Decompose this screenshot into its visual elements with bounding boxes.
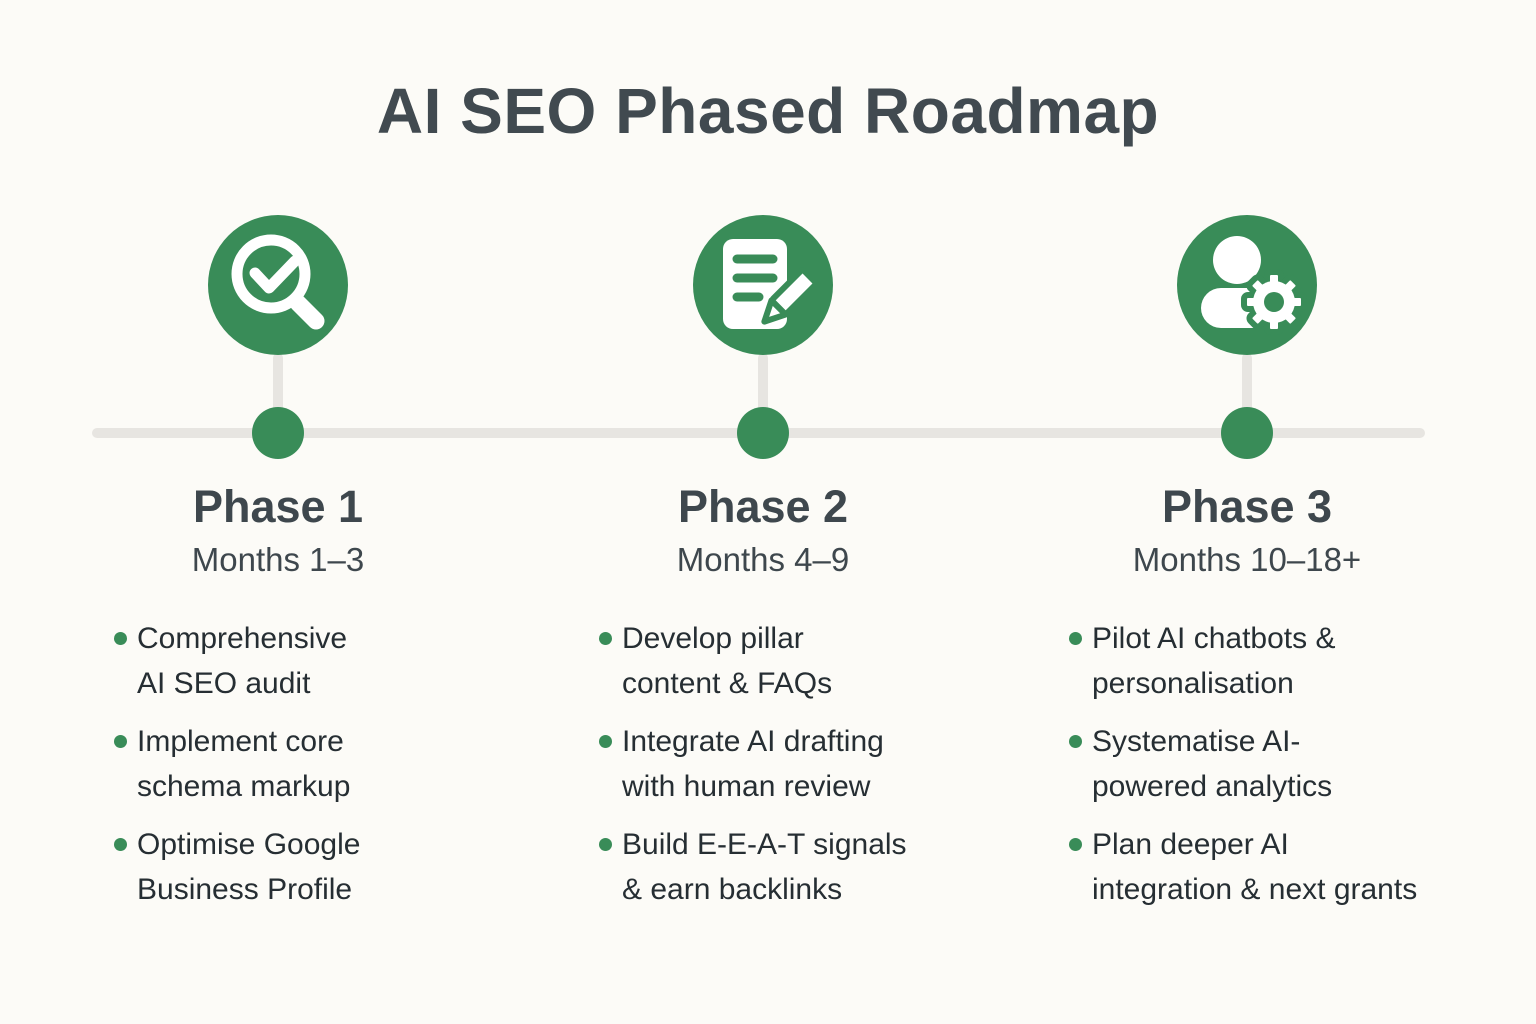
bullet-dot-icon xyxy=(114,632,127,645)
timeline-node xyxy=(252,407,304,459)
bullet-text: Systematise AI- powered analytics xyxy=(1092,725,1333,803)
bullet-text: Build E-E-A-T signals & earn backlinks xyxy=(622,828,907,906)
list-item: Plan deeper AI integration & next grants xyxy=(1069,822,1417,912)
phase-name: Phase 2 xyxy=(677,481,849,532)
document-pencil-icon xyxy=(723,239,819,329)
page-title: AI SEO Phased Roadmap xyxy=(376,75,1160,147)
timeline-stem xyxy=(1242,353,1252,433)
bullet-text: Integrate AI drafting with human review xyxy=(622,725,884,803)
phase-months: Months 1–3 xyxy=(191,540,365,578)
list-item: Implement core schema markup xyxy=(114,719,360,809)
phase-months: Months 10–18+ xyxy=(1132,540,1362,578)
phase-3-header: Phase 3 Months 10–18+ xyxy=(987,481,1507,579)
phase-1-column: Phase 1 Months 1–3 Comprehensive AI SEO … xyxy=(18,215,538,975)
bullet-dot-icon xyxy=(114,735,127,748)
bullet-dot-icon xyxy=(1069,735,1082,748)
bullet-text: Develop pillar content & FAQs xyxy=(622,622,833,700)
bullet-text: Implement core schema markup xyxy=(137,725,351,803)
bullet-dot-icon xyxy=(1069,838,1082,851)
phase-3-column: Phase 3 Months 10–18+ Pilot AI chatbots … xyxy=(987,215,1507,975)
phase-2-column: Phase 2 Months 4–9 Develop pillar conten… xyxy=(503,215,1023,975)
bullet-text: Comprehensive AI SEO audit xyxy=(137,622,348,700)
timeline-node xyxy=(1221,407,1273,459)
bullet-dot-icon xyxy=(599,735,612,748)
bullet-dot-icon xyxy=(1069,632,1082,645)
list-item: Integrate AI drafting with human review xyxy=(599,719,907,809)
timeline-node xyxy=(737,407,789,459)
phase-2-bullet-list: Develop pillar content & FAQs Integrate … xyxy=(599,616,907,925)
search-check-icon xyxy=(231,234,325,330)
list-item: Build E-E-A-T signals & earn backlinks xyxy=(599,822,907,912)
phase-months: Months 4–9 xyxy=(676,540,850,578)
phase-2-icon-badge xyxy=(693,215,833,355)
list-item: Develop pillar content & FAQs xyxy=(599,616,907,706)
user-gear-icon xyxy=(1201,236,1307,335)
phase-name: Phase 3 xyxy=(1161,481,1333,532)
timeline-stem xyxy=(758,353,768,433)
phase-1-icon-badge xyxy=(208,215,348,355)
phase-1-header: Phase 1 Months 1–3 xyxy=(18,481,538,579)
phase-name: Phase 1 xyxy=(192,481,364,532)
bullet-dot-icon xyxy=(114,838,127,851)
phase-2-header: Phase 2 Months 4–9 xyxy=(503,481,1023,579)
bullet-dot-icon xyxy=(599,632,612,645)
bullet-dot-icon xyxy=(599,838,612,851)
bullet-text: Optimise Google Business Profile xyxy=(137,828,361,906)
bullet-text: Plan deeper AI integration & next grants xyxy=(1092,828,1418,906)
list-item: Systematise AI- powered analytics xyxy=(1069,719,1417,809)
bullet-text: Pilot AI chatbots & personalisation xyxy=(1092,622,1336,700)
phase-3-icon-badge xyxy=(1177,215,1317,355)
phase-3-bullet-list: Pilot AI chatbots & personalisation Syst… xyxy=(1069,616,1417,925)
list-item: Pilot AI chatbots & personalisation xyxy=(1069,616,1417,706)
list-item: Optimise Google Business Profile xyxy=(114,822,360,912)
timeline-stem xyxy=(273,353,283,433)
list-item: Comprehensive AI SEO audit xyxy=(114,616,360,706)
phase-1-bullet-list: Comprehensive AI SEO audit Implement cor… xyxy=(114,616,360,925)
